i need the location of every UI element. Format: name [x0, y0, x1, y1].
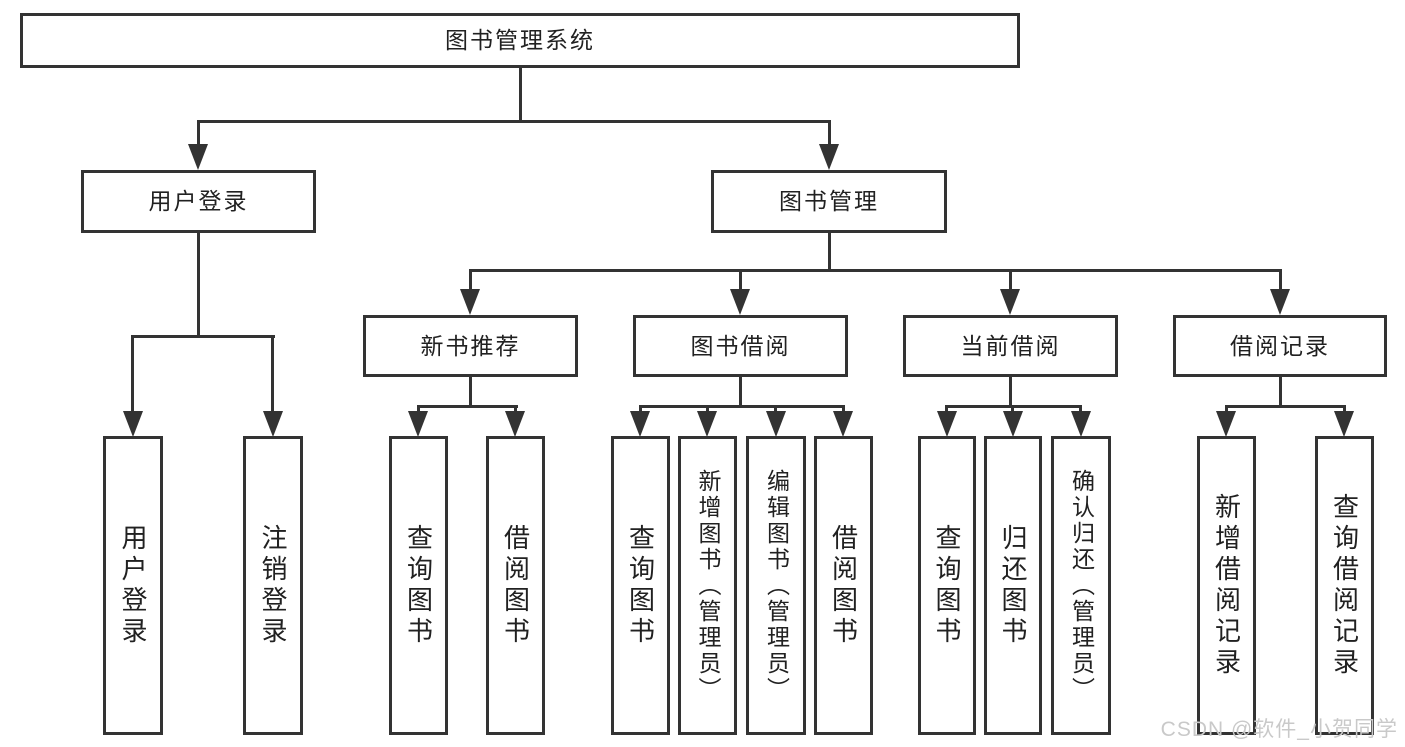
connector-line — [417, 405, 518, 408]
connector-line — [1009, 377, 1012, 408]
arrowhead-down-icon — [460, 289, 480, 315]
arrowhead-down-icon — [730, 289, 750, 315]
connector-line — [842, 405, 845, 415]
leaf-label: 查询图书 — [403, 523, 434, 648]
connector-line — [706, 405, 709, 415]
leaf-return-books: 归还图书 — [984, 436, 1042, 735]
connector-line — [469, 269, 1282, 272]
leaf-recommend-borrow-books: 借阅图书 — [486, 436, 545, 735]
connector-line — [828, 120, 831, 146]
leaf-borrow-books: 借阅图书 — [814, 436, 873, 735]
leaf-logout: 注销登录 — [243, 436, 303, 735]
connector-line — [1279, 269, 1282, 291]
leaf-edit-books-admin: 编辑图书（管理员） — [746, 436, 806, 735]
node-book-borrowing: 图书借阅 — [633, 315, 848, 377]
node-label: 当前借阅 — [960, 332, 1061, 359]
connector-line — [1009, 269, 1012, 291]
connector-line — [1011, 405, 1014, 415]
node-label: 借阅记录 — [1230, 332, 1330, 359]
connector-line — [197, 120, 200, 146]
connector-line — [469, 377, 472, 408]
leaf-add-borrow-record: 新增借阅记录 — [1197, 436, 1256, 735]
leaf-confirm-return-admin: 确认归还（管理员） — [1051, 436, 1111, 735]
leaf-label: 借阅图书 — [828, 523, 859, 648]
node-user-login: 用户登录 — [81, 170, 316, 233]
leaf-label: 借阅图书 — [500, 523, 531, 648]
connector-line — [469, 269, 472, 291]
connector-line — [739, 269, 742, 291]
arrowhead-down-icon — [937, 411, 957, 437]
leaf-borrowing-query-books: 查询图书 — [611, 436, 670, 735]
node-borrowing-records: 借阅记录 — [1173, 315, 1387, 377]
leaf-label: 用户登录 — [118, 523, 148, 648]
node-label: 图书管理 — [779, 188, 879, 214]
connector-line — [774, 405, 777, 415]
node-book-management: 图书管理 — [711, 170, 947, 233]
node-label: 图书借阅 — [690, 332, 791, 359]
arrowhead-down-icon — [263, 411, 283, 437]
node-label: 图书管理系统 — [445, 27, 595, 53]
leaf-current-query-books: 查询图书 — [918, 436, 976, 735]
arrowhead-down-icon — [819, 144, 839, 170]
leaf-label: 注销登录 — [258, 523, 288, 648]
arrowhead-down-icon — [505, 411, 525, 437]
leaf-label: 查询借阅记录 — [1329, 492, 1360, 679]
node-label: 用户登录 — [148, 188, 249, 214]
arrowhead-down-icon — [1216, 411, 1236, 437]
arrowhead-down-icon — [1000, 289, 1020, 315]
leaf-label: 新增借阅记录 — [1211, 492, 1242, 679]
connector-line — [271, 335, 274, 413]
connector-line — [1343, 405, 1346, 415]
connector-line — [417, 405, 420, 415]
connector-line — [519, 67, 522, 122]
arrowhead-down-icon — [188, 144, 208, 170]
leaf-label: 确认归还（管理员） — [1068, 468, 1095, 703]
leaf-label: 归还图书 — [998, 523, 1028, 648]
connector-line — [639, 405, 845, 408]
leaf-user-login: 用户登录 — [103, 436, 163, 735]
node-label: 新书推荐 — [420, 332, 521, 359]
connector-line — [131, 335, 134, 413]
connector-line — [739, 377, 742, 408]
connector-line — [1225, 405, 1346, 408]
connector-line — [945, 405, 948, 415]
connector-line — [1225, 405, 1228, 415]
connector-line — [514, 405, 517, 415]
arrowhead-down-icon — [833, 411, 853, 437]
node-root-library-management-system: 图书管理系统 — [20, 13, 1020, 68]
arrowhead-down-icon — [1003, 411, 1023, 437]
arrowhead-down-icon — [1071, 411, 1091, 437]
connector-line — [1279, 377, 1282, 408]
arrowhead-down-icon — [630, 411, 650, 437]
connector-line — [1079, 405, 1082, 415]
csdn-watermark: CSDN @软件_小贺同学 — [1160, 718, 1398, 741]
connector-line — [828, 233, 831, 272]
arrowhead-down-icon — [1270, 289, 1290, 315]
connector-line — [197, 120, 831, 123]
leaf-recommend-query-books: 查询图书 — [389, 436, 448, 735]
leaf-label: 查询图书 — [625, 523, 656, 648]
arrowhead-down-icon — [1334, 411, 1354, 437]
leaf-label: 编辑图书（管理员） — [763, 468, 790, 703]
leaf-label: 查询图书 — [932, 523, 962, 648]
leaf-add-books-admin: 新增图书（管理员） — [678, 436, 737, 735]
leaf-label: 新增图书（管理员） — [695, 468, 721, 703]
leaf-query-borrow-record: 查询借阅记录 — [1315, 436, 1374, 735]
arrowhead-down-icon — [766, 411, 786, 437]
arrowhead-down-icon — [123, 411, 143, 437]
arrowhead-down-icon — [408, 411, 428, 437]
connector-line — [197, 233, 200, 338]
arrowhead-down-icon — [697, 411, 717, 437]
node-current-borrowing: 当前借阅 — [903, 315, 1118, 377]
node-new-book-recommend: 新书推荐 — [363, 315, 578, 377]
connector-line — [639, 405, 642, 415]
connector-line — [131, 335, 275, 338]
